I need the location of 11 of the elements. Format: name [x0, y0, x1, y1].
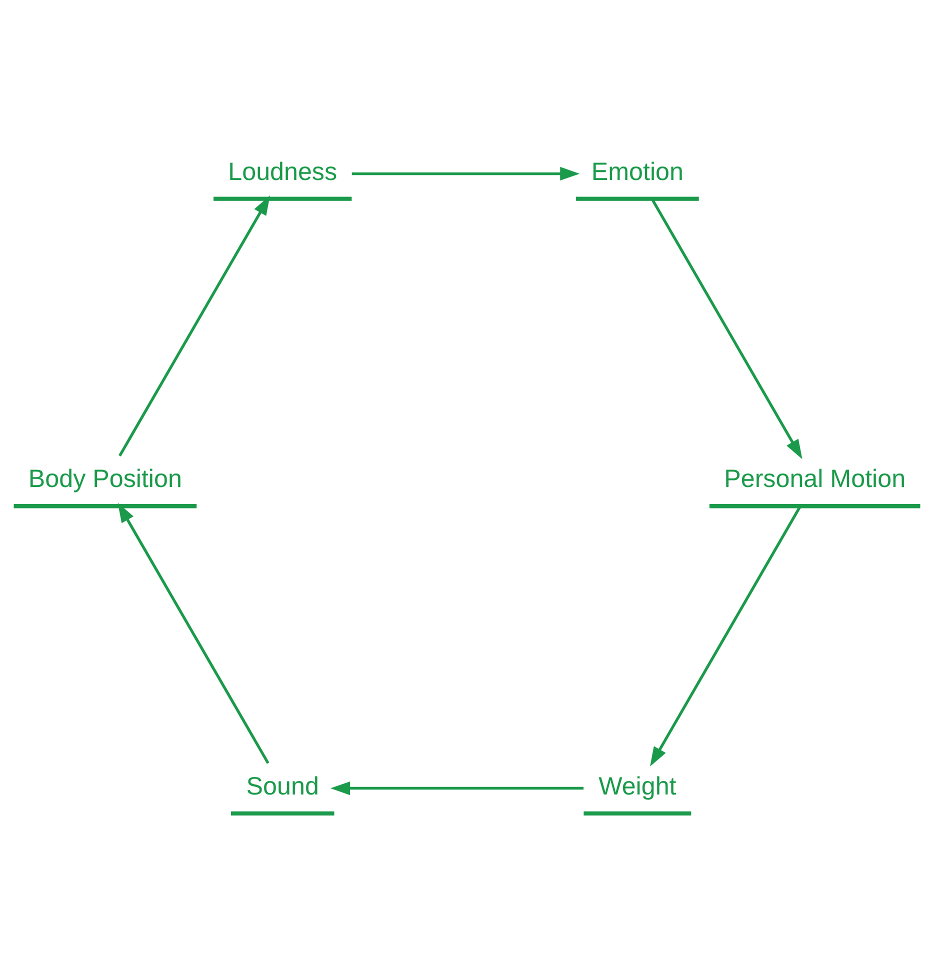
arrow — [118, 195, 270, 456]
arrow — [118, 502, 270, 764]
arrow — [352, 166, 580, 180]
node-text: Body Position — [28, 464, 182, 493]
arrow — [650, 198, 802, 459]
node-text: Personal Motion — [724, 464, 906, 493]
arrow — [330, 780, 584, 795]
node-text: Loudness — [228, 157, 338, 186]
node-text: Emotion — [591, 157, 684, 186]
node-text: Sound — [246, 772, 319, 800]
node-text: Weight — [598, 772, 676, 800]
